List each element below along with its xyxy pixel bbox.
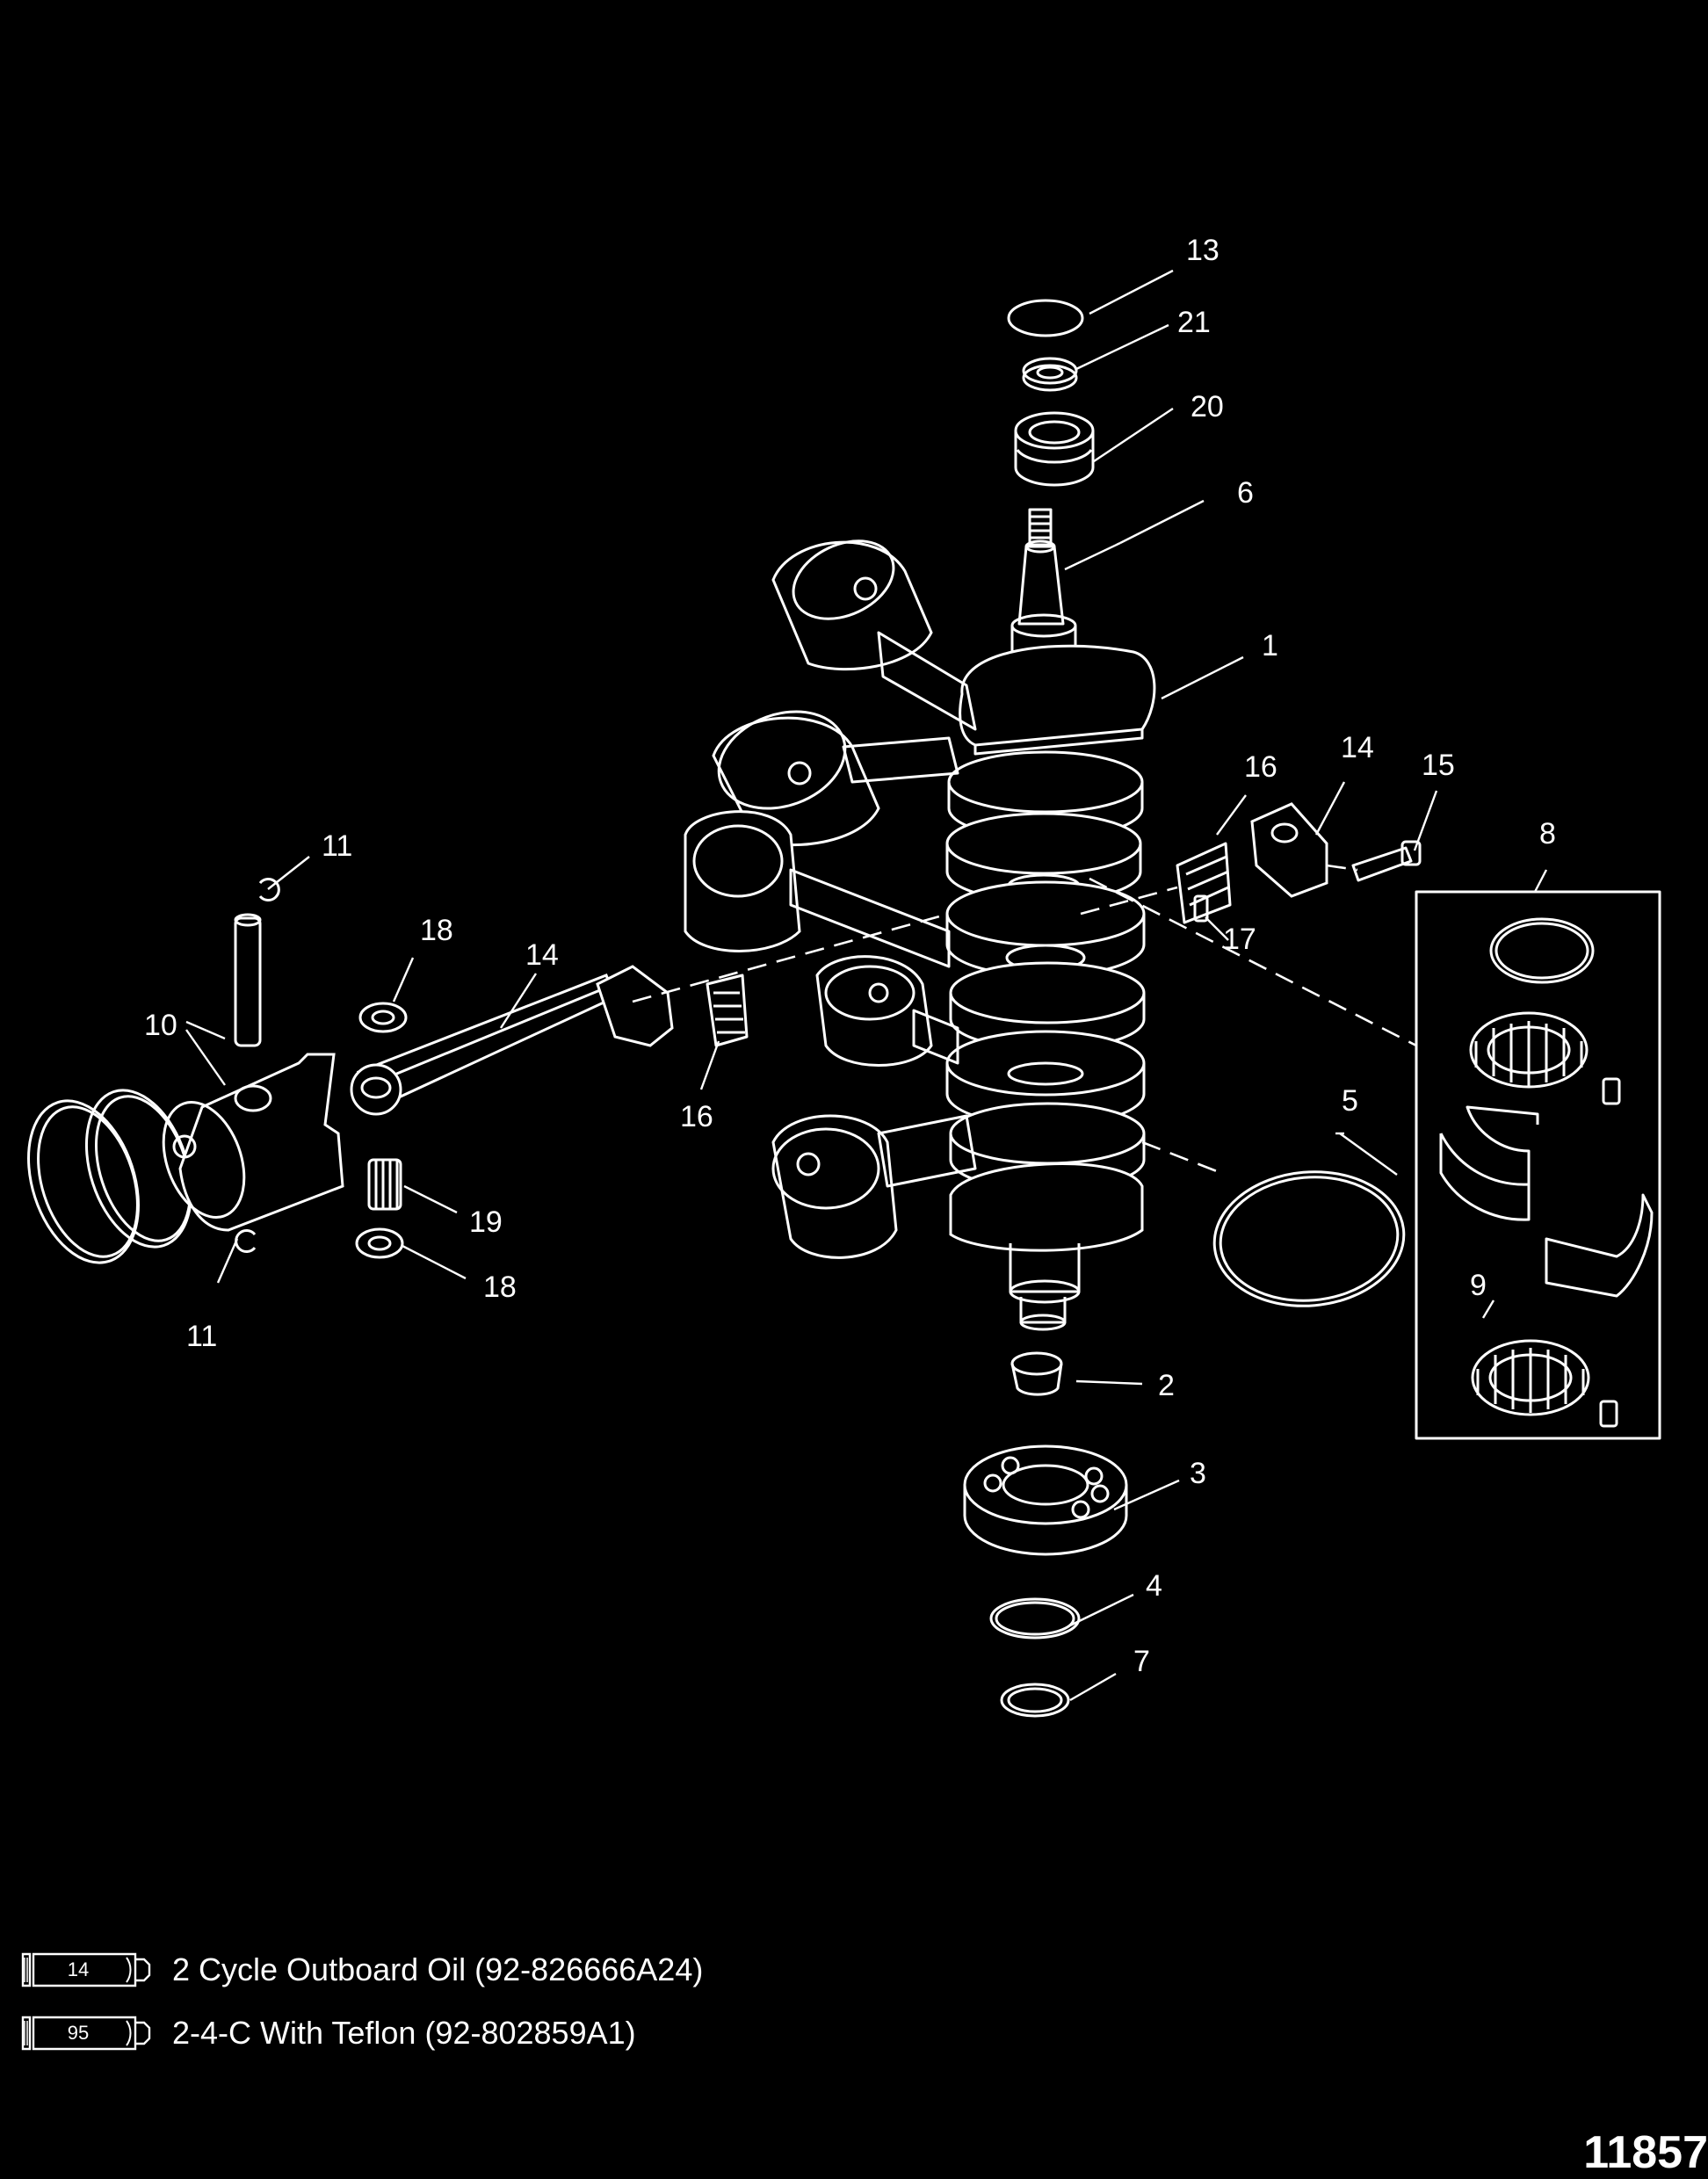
- callout-21: 21: [1177, 306, 1211, 339]
- assembly-dashed-lines: [632, 864, 1417, 1175]
- legend-label-grease: 2-4-C With Teflon (92-802859A1): [172, 2015, 636, 2051]
- lubricant-tube-icon: 14: [21, 1951, 151, 1989]
- callout-11-top: 11: [322, 829, 352, 863]
- callout-18-top: 18: [420, 914, 453, 947]
- callout-7: 7: [1133, 1645, 1150, 1678]
- part-21-seal: [1022, 357, 1078, 392]
- callout-5: 5: [1342, 1084, 1358, 1118]
- part-16-bearing-left: [706, 974, 749, 1047]
- callout-20: 20: [1191, 390, 1224, 423]
- callout-11-bottom: 11: [186, 1320, 217, 1353]
- pistons-assembled: [684, 539, 977, 1259]
- part-10-piston-pin: [234, 913, 262, 1047]
- callout-14-right: 14: [1341, 731, 1374, 764]
- part-2-sleeve: [1010, 1351, 1063, 1396]
- part-11-lock-ring-bottom: [235, 1229, 257, 1253]
- part-18-washer-bottom: [355, 1227, 404, 1259]
- callout-2: 2: [1158, 1369, 1175, 1402]
- callout-9: 9: [1470, 1269, 1487, 1302]
- callout-3: 3: [1190, 1457, 1206, 1490]
- callout-16-left: 16: [680, 1100, 713, 1133]
- callout-18-bottom: 18: [483, 1270, 517, 1304]
- callout-17: 17: [1223, 923, 1256, 956]
- callout-1: 1: [1262, 629, 1278, 662]
- part-20-bearing: [1014, 411, 1095, 487]
- leader-lines: [185, 269, 1548, 1702]
- figure-number: 11857: [1583, 2127, 1708, 2178]
- callout-15: 15: [1422, 749, 1455, 782]
- part-1-crankshaft: [945, 508, 1156, 1331]
- part-11-lock-ring-top: [258, 878, 280, 901]
- callout-14-left: 14: [525, 938, 559, 972]
- callout-10: 10: [144, 1009, 177, 1042]
- part-16-bearing-right: [1176, 842, 1232, 924]
- legend-item-oil: 14 2 Cycle Outboard Oil (92-826666A24): [21, 1945, 703, 1994]
- part-14-rod-cap: [1250, 802, 1328, 898]
- part-18-washer-top: [358, 1002, 408, 1033]
- part-5-ring: [1212, 1170, 1406, 1307]
- callout-16-right: 16: [1244, 750, 1277, 784]
- callout-4: 4: [1146, 1569, 1162, 1603]
- callout-19: 19: [469, 1205, 503, 1239]
- piston-rings: [27, 1089, 193, 1264]
- part-8-bearing-kit-box: [1415, 890, 1661, 1440]
- part-19-needle-bearing: [367, 1158, 402, 1211]
- part-13-seal-cap: [1007, 299, 1084, 337]
- legend-code-95: 95: [67, 2022, 90, 2044]
- legend-label-oil: 2 Cycle Outboard Oil (92-826666A24): [172, 1951, 704, 1987]
- part-14-connecting-rod: [350, 965, 674, 1116]
- lubricant-tube-icon: 95: [21, 2014, 151, 2052]
- legend-code-14: 14: [67, 1958, 90, 1980]
- legend-item-grease: 95 2-4-C With Teflon (92-802859A1): [21, 2009, 636, 2058]
- callout-6: 6: [1237, 476, 1254, 510]
- part-10-piston: [162, 1053, 344, 1232]
- callout-labels: 13 21 20 6 1 16 14 15 17 8 5 9 2 3 4 7 1…: [144, 234, 1556, 1678]
- part-17-dowel: [1193, 894, 1209, 923]
- callout-13: 13: [1186, 234, 1219, 267]
- part-4-snap-ring: [989, 1597, 1081, 1640]
- part-15-rod-bolt: [1351, 840, 1422, 882]
- part-3-ball-bearing: [963, 1444, 1128, 1556]
- callout-8: 8: [1539, 817, 1556, 851]
- part-7-retaining-ring: [1000, 1683, 1070, 1718]
